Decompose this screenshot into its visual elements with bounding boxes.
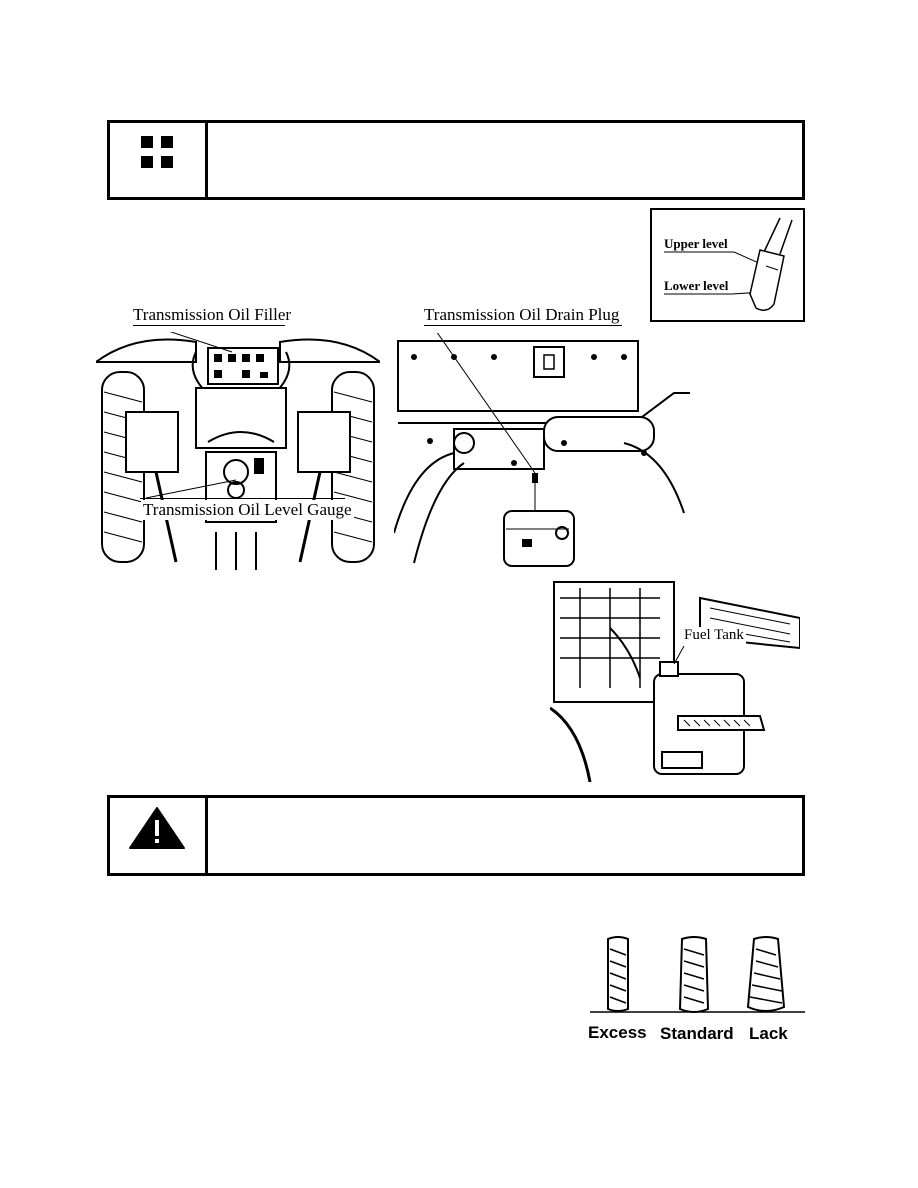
dipstick-inset: Upper level Lower level bbox=[650, 208, 805, 322]
transmission-rear-figure bbox=[96, 332, 380, 570]
drain-label: Transmission Oil Drain Plug bbox=[424, 305, 620, 324]
fuel-tank-label: Fuel Tank bbox=[682, 627, 746, 644]
warning-triangle-icon bbox=[129, 807, 185, 849]
notice-icon-cell bbox=[110, 123, 208, 197]
warning-box bbox=[107, 795, 805, 876]
tire-standard bbox=[678, 936, 710, 1013]
fuel-tank-figure bbox=[550, 578, 800, 782]
tire-excess bbox=[607, 936, 629, 1012]
gauge-label: Transmission Oil Level Gauge bbox=[141, 500, 354, 520]
filler-label-underline bbox=[133, 325, 285, 326]
upper-level-label: Upper level bbox=[664, 236, 728, 251]
warning-icon-cell bbox=[110, 798, 208, 873]
tire-lack bbox=[746, 936, 786, 1012]
filler-label: Transmission Oil Filler bbox=[133, 305, 292, 324]
tire-pressure-figure bbox=[590, 935, 805, 1015]
plus-notice-icon bbox=[141, 136, 173, 168]
dipstick-drawing bbox=[664, 217, 793, 311]
tire-label-excess: Excess bbox=[588, 1023, 647, 1042]
tire-label-lack: Lack bbox=[749, 1024, 788, 1043]
tire-label-standard: Standard bbox=[660, 1024, 734, 1043]
lower-level-label: Lower level bbox=[664, 278, 729, 293]
notice-box bbox=[107, 120, 805, 200]
drain-label-underline bbox=[424, 325, 622, 326]
transmission-side-figure bbox=[394, 333, 690, 568]
gauge-label-line bbox=[140, 498, 345, 499]
